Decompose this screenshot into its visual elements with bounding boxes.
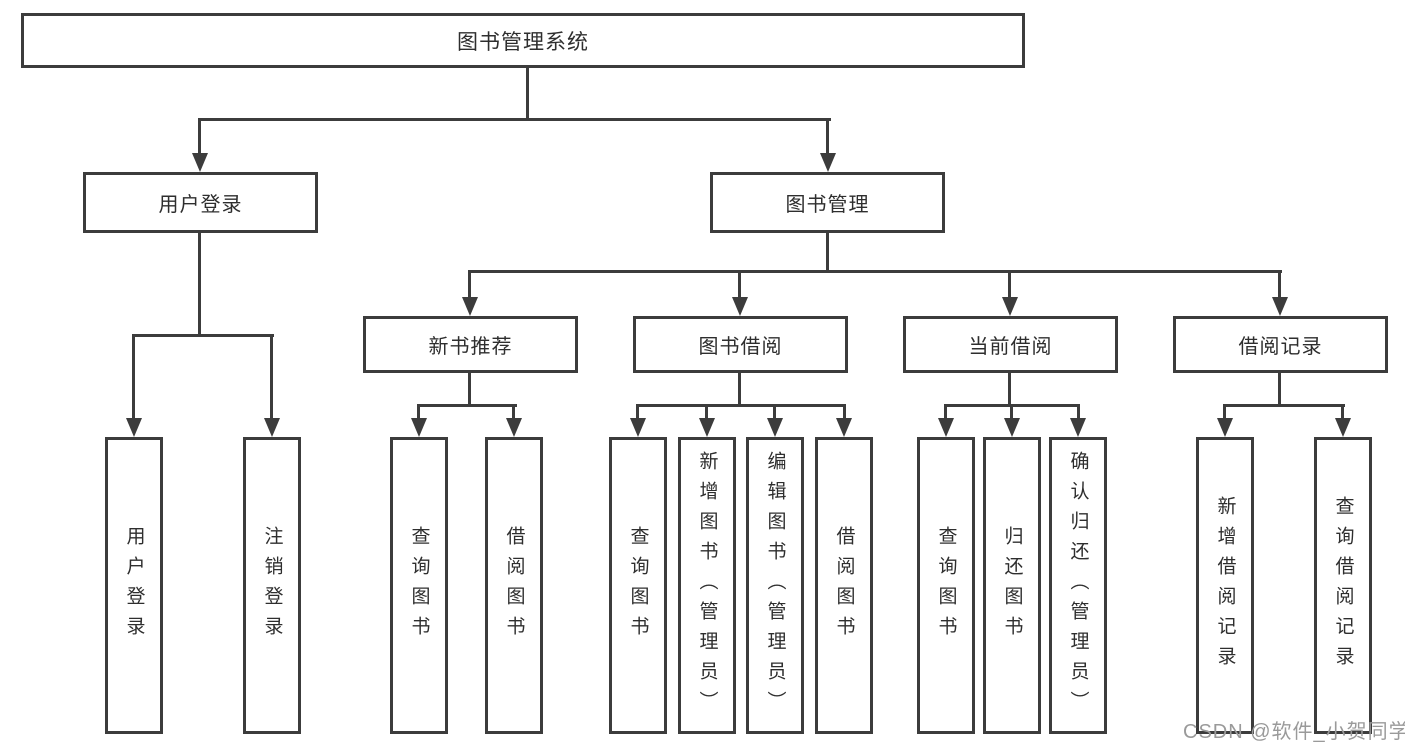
arrow-down-icon	[411, 418, 427, 437]
watermark-text: CSDN @软件_小贺同学	[1183, 721, 1405, 743]
arrow-down-icon	[1217, 418, 1233, 437]
connector-leaf-tail	[417, 404, 420, 420]
arrow-down-icon	[126, 418, 142, 437]
node-new-book-recommend: 新书推荐	[363, 316, 578, 373]
leaf-edit-books-admin: 编辑图书（管理员）	[746, 437, 804, 734]
connector-l3-tail	[1008, 270, 1011, 298]
node-borrow-records: 借阅记录	[1173, 316, 1388, 373]
arrow-down-icon	[938, 418, 954, 437]
node-library-management-system: 图书管理系统	[21, 13, 1025, 68]
connector-stem	[1008, 372, 1011, 407]
connector-leaf-tail	[132, 334, 135, 420]
node-book-management: 图书管理	[710, 172, 945, 233]
leaf-return-books: 归还图书	[983, 437, 1041, 734]
leaf-query-books-borrow: 查询图书	[609, 437, 667, 734]
arrow-down-icon	[1335, 418, 1351, 437]
arrow-down-icon	[699, 418, 715, 437]
connector-leaf-tail	[944, 404, 947, 420]
leaf-query-borrow-record: 查询借阅记录	[1314, 437, 1372, 734]
arrow-down-icon	[630, 418, 646, 437]
arrow-down-icon	[1070, 418, 1086, 437]
connector-book-mgmt-stem	[826, 232, 829, 273]
arrow-down-icon	[506, 418, 522, 437]
connector-stem	[738, 372, 741, 407]
connector-leaf-tail	[636, 404, 639, 420]
leaf-borrow-books: 借阅图书	[815, 437, 873, 734]
arrow-down-icon	[1004, 418, 1020, 437]
connector-leaf-tail	[843, 404, 846, 420]
arrow-down-icon	[264, 418, 280, 437]
connector-split	[417, 404, 517, 407]
connector-leaf-tail	[773, 404, 776, 420]
arrow-down-icon	[192, 153, 208, 172]
connector-leaf-tail	[705, 404, 708, 420]
leaf-query-books-current: 查询图书	[917, 437, 975, 734]
leaf-confirm-return-admin: 确认归还（管理员）	[1049, 437, 1107, 734]
connector-l3-tail	[738, 270, 741, 298]
node-book-borrow: 图书借阅	[633, 316, 848, 373]
arrow-down-icon	[836, 418, 852, 437]
connector-l3-tail	[1278, 270, 1281, 298]
leaf-add-books-admin: 新增图书（管理员）	[678, 437, 736, 734]
connector-split	[636, 404, 846, 407]
connector-leaf-tail	[1077, 404, 1080, 420]
node-user-login: 用户登录	[83, 172, 318, 233]
connector-level3-split	[468, 270, 1282, 273]
arrow-down-icon	[820, 153, 836, 172]
arrow-down-icon	[767, 418, 783, 437]
connector-leaf-tail	[1223, 404, 1226, 420]
node-current-borrow: 当前借阅	[903, 316, 1118, 373]
connector-user-login-stem	[198, 232, 201, 336]
connector-leaf-tail	[512, 404, 515, 420]
connector-stem	[1278, 372, 1281, 407]
arrow-down-icon	[462, 297, 478, 316]
connector-l3-tail	[468, 270, 471, 298]
connector-level2-split	[198, 118, 831, 121]
connector-user-login-tail	[198, 118, 201, 156]
connector-leaf-tail	[1341, 404, 1344, 420]
connector-book-mgmt-tail	[826, 118, 829, 156]
connector-split	[1223, 404, 1345, 407]
leaf-logout: 注销登录	[243, 437, 301, 734]
leaf-query-books-recommend: 查询图书	[390, 437, 448, 734]
connector-leaf-tail	[1010, 404, 1013, 420]
arrow-down-icon	[1272, 297, 1288, 316]
connector-stem	[468, 372, 471, 407]
arrow-down-icon	[1002, 297, 1018, 316]
connector-root-stem	[526, 68, 529, 121]
leaf-user-login: 用户登录	[105, 437, 163, 734]
leaf-add-borrow-record: 新增借阅记录	[1196, 437, 1254, 734]
leaf-borrow-books-recommend: 借阅图书	[485, 437, 543, 734]
arrow-down-icon	[732, 297, 748, 316]
connector-leaf-tail	[270, 334, 273, 420]
connector-user-login-split	[132, 334, 274, 337]
